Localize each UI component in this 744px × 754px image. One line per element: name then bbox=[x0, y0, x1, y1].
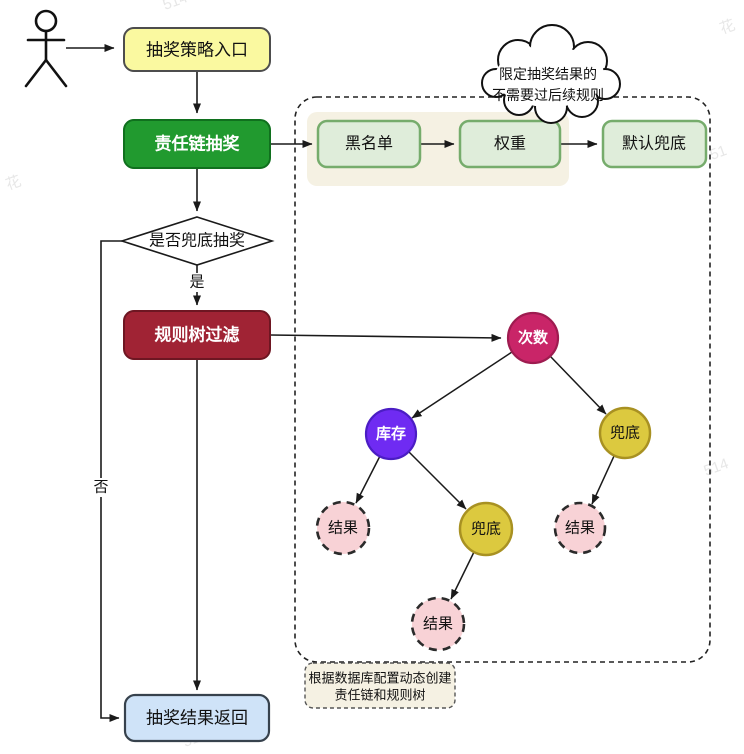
tree-node-result-bottom-shape bbox=[410, 596, 466, 652]
chain-node: 责任链抽奖 bbox=[123, 119, 271, 169]
cloud-annotation-line2: 不需要过后续规则 bbox=[492, 87, 604, 103]
edge-ruletree-count bbox=[269, 333, 502, 342]
rule-tree-node: 规则树过滤 bbox=[123, 310, 271, 360]
weight-node: 权重 bbox=[458, 119, 562, 169]
dynamic-config-container bbox=[294, 96, 711, 663]
default-fallback-node-shape bbox=[601, 119, 708, 169]
chain-node-label: 责任链抽奖 bbox=[155, 134, 241, 154]
tree-node-count-label: 次数 bbox=[518, 329, 549, 347]
user-actor-icon bbox=[24, 9, 68, 88]
no-label-bg bbox=[92, 478, 110, 497]
tree-node-fallback-mid-shape bbox=[458, 501, 514, 557]
weight-node-label: 权重 bbox=[494, 135, 526, 153]
default-fallback-node-label: 默认兜底 bbox=[622, 135, 686, 153]
note-annotation-shape bbox=[304, 662, 456, 709]
note-annotation: 根据数据库配置动态创建 责任链和规则树 bbox=[304, 662, 456, 709]
edge-fallback-result-bottom bbox=[450, 551, 475, 600]
rule-tree-node-label: 规则树过滤 bbox=[155, 325, 240, 345]
watermark: 花 bbox=[718, 17, 738, 38]
watermark: 514 bbox=[702, 455, 731, 480]
tree-node-count: 次数 bbox=[506, 311, 560, 365]
tree-node-stock-label: 库存 bbox=[376, 425, 406, 443]
entry-node-shape bbox=[123, 27, 271, 72]
rule-tree-node-shape bbox=[123, 310, 271, 360]
tree-node-fallback-right-label: 兜底 bbox=[610, 424, 640, 442]
tree-node-count-shape bbox=[506, 311, 560, 365]
chain-node-shape bbox=[123, 119, 271, 169]
tree-node-stock-shape bbox=[364, 407, 418, 461]
watermark: 花 bbox=[4, 173, 24, 194]
note-annotation-line1: 根据数据库配置动态创建 bbox=[308, 671, 451, 686]
result-return-node-shape bbox=[123, 693, 271, 743]
tree-node-fallback-mid: 兜底 bbox=[458, 501, 514, 557]
tree-node-result-right-shape bbox=[553, 501, 607, 555]
result-return-node: 抽奖结果返回 bbox=[123, 693, 271, 743]
edge-fallback-result bbox=[591, 455, 615, 505]
entry-node-label: 抽奖策略入口 bbox=[146, 41, 248, 60]
blacklist-node: 黑名单 bbox=[316, 119, 422, 169]
blacklist-node-shape bbox=[316, 119, 422, 169]
default-fallback-node: 默认兜底 bbox=[601, 119, 708, 169]
tree-node-fallback-right-shape bbox=[598, 406, 652, 460]
tree-node-stock: 库存 bbox=[364, 407, 418, 461]
tree-node-fallback-mid-label: 兜底 bbox=[471, 520, 501, 538]
cloud-annotation-line1: 限定抽奖结果的 bbox=[499, 66, 597, 82]
blacklist-node-label: 黑名单 bbox=[345, 135, 393, 153]
edge-count-fallback bbox=[549, 355, 607, 415]
edge-stock-fallback bbox=[408, 451, 467, 510]
tree-node-fallback-right: 兜底 bbox=[598, 406, 652, 460]
weight-node-shape bbox=[458, 119, 562, 169]
edge-count-stock bbox=[411, 351, 513, 419]
decision-node-label: 是否兜底抽奖 bbox=[149, 232, 245, 250]
tree-node-result-bottom: 结果 bbox=[410, 596, 466, 652]
entry-node: 抽奖策略入口 bbox=[123, 27, 271, 72]
no-label: 否 bbox=[93, 479, 108, 496]
edge-stock-result bbox=[355, 455, 381, 504]
tree-node-result-left-label: 结果 bbox=[328, 520, 358, 537]
tree-node-result-left: 结果 bbox=[315, 500, 371, 556]
yes-label-bg bbox=[188, 273, 206, 292]
tree-node-result-right-label: 结果 bbox=[565, 520, 595, 537]
note-annotation-line2: 责任链和规则树 bbox=[334, 688, 425, 703]
yes-label: 是 bbox=[189, 274, 204, 291]
watermark: 51 bbox=[708, 142, 729, 164]
tree-node-result-right: 结果 bbox=[553, 501, 607, 555]
branch-labels: 是 否 bbox=[92, 273, 206, 497]
result-return-node-label: 抽奖结果返回 bbox=[146, 709, 248, 728]
watermark: 514 bbox=[161, 0, 190, 14]
cloud-annotation: 限定抽奖结果的 不需要过后续规则 bbox=[481, 24, 621, 124]
decision-node-shape bbox=[119, 216, 275, 266]
tree-node-result-left-shape bbox=[315, 500, 371, 556]
tree-node-result-bottom-label: 结果 bbox=[423, 616, 453, 633]
decision-node: 是否兜底抽奖 bbox=[119, 216, 275, 266]
